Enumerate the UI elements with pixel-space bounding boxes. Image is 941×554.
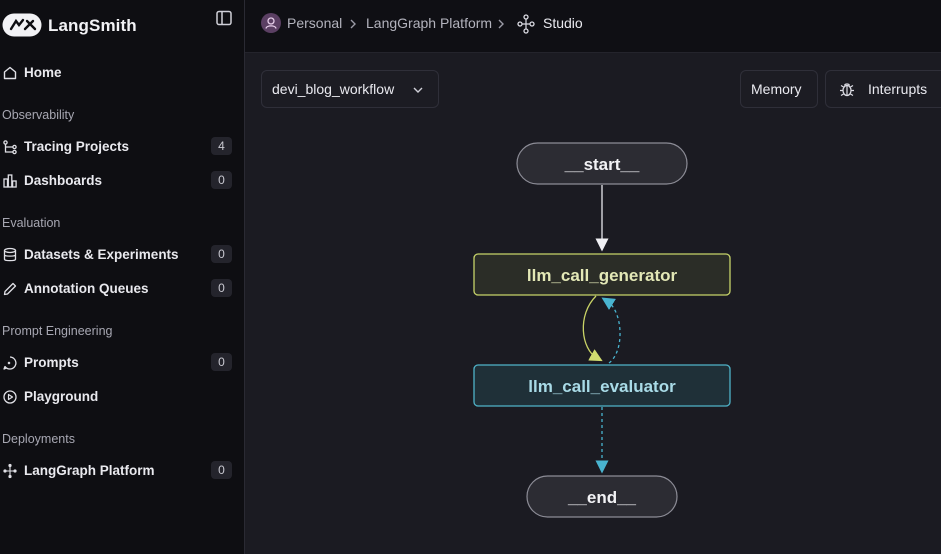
breadcrumb-personal[interactable]: Personal — [287, 15, 343, 31]
node-evaluator-label: llm_call_evaluator — [528, 377, 676, 396]
count-badge: 0 — [211, 353, 232, 371]
sidebar-item-tracing-projects[interactable]: Tracing Projects 4 — [0, 134, 244, 160]
sidebar-item-label: Prompts — [24, 355, 79, 370]
section-prompt-engineering: Prompt Engineering — [2, 324, 113, 338]
sidebar-item-annotation-queues[interactable]: Annotation Queues 0 — [0, 276, 244, 302]
sidebar-item-label: Annotation Queues — [24, 281, 149, 296]
node-start[interactable]: __start__ — [516, 142, 688, 185]
home-icon — [2, 65, 18, 81]
graph-select-value: devi_blog_workflow — [272, 81, 395, 97]
count-badge: 0 — [211, 245, 232, 263]
sidebar-item-label: LangGraph Platform — [24, 463, 155, 478]
brand-row[interactable]: LangSmith — [0, 8, 244, 42]
play-circle-icon — [2, 389, 18, 405]
database-icon — [2, 247, 18, 263]
node-start-label: __start__ — [564, 155, 640, 174]
section-deployments: Deployments — [2, 432, 75, 446]
pencil-icon — [2, 281, 18, 297]
breadcrumb-studio: Studio — [543, 15, 583, 31]
edge-evaluator-to-generator — [601, 297, 621, 364]
langsmith-logo-icon — [2, 13, 42, 42]
count-badge: 4 — [211, 137, 232, 155]
studio-graph-icon — [517, 14, 535, 39]
sidebar-item-home[interactable]: Home — [0, 60, 244, 86]
sidebar-item-langgraph-platform[interactable]: LangGraph Platform 0 — [0, 458, 244, 484]
memory-button[interactable]: Memory — [740, 70, 818, 108]
sidebar-item-datasets[interactable]: Datasets & Experiments 0 — [0, 242, 244, 268]
interrupts-button-label: Interrupts — [868, 81, 928, 97]
sidebar-item-dashboards[interactable]: Dashboards 0 — [0, 168, 244, 194]
chevron-down-icon — [412, 83, 424, 95]
sidebar-item-label: Dashboards — [24, 173, 103, 188]
section-observability: Observability — [2, 108, 75, 122]
sidebar-item-label: Playground — [24, 389, 99, 404]
edge-generator-to-evaluator — [582, 295, 603, 362]
graph-canvas[interactable]: devi_blog_workflow Memory Interrupts — [245, 53, 941, 554]
sidebar-item-label: Home — [24, 65, 62, 80]
bug-icon — [838, 80, 856, 101]
brand-name: LangSmith — [48, 16, 137, 35]
sidebar-item-playground[interactable]: Playground — [0, 384, 244, 410]
sidebar-item-prompts[interactable]: Prompts 0 — [0, 350, 244, 376]
sidebar-item-label: Datasets & Experiments — [24, 247, 179, 262]
breadcrumb-langgraph-platform[interactable]: LangGraph Platform — [366, 15, 493, 31]
node-llm-call-evaluator[interactable]: llm_call_evaluator — [473, 364, 731, 407]
node-end-label: __end__ — [567, 488, 637, 507]
count-badge: 0 — [211, 279, 232, 297]
sidebar-toggle-icon[interactable] — [215, 9, 233, 27]
section-evaluation: Evaluation — [2, 216, 61, 230]
graph-nodes-icon — [2, 463, 18, 479]
tracing-icon — [2, 139, 18, 155]
prompt-icon — [2, 355, 18, 371]
workflow-graph: __start__ llm_call_generator llm_call_ev… — [473, 142, 731, 518]
breadcrumb: Personal LangGraph Platform Studio — [245, 0, 941, 53]
avatar[interactable] — [261, 13, 281, 33]
chevron-right-icon — [495, 17, 507, 29]
count-badge: 0 — [211, 171, 232, 189]
chevron-right-icon — [347, 17, 359, 29]
graph-select-dropdown[interactable]: devi_blog_workflow — [261, 70, 439, 108]
dashboard-icon — [2, 173, 18, 189]
memory-button-label: Memory — [751, 81, 802, 97]
node-generator-label: llm_call_generator — [527, 266, 678, 285]
node-end[interactable]: __end__ — [526, 475, 678, 518]
count-badge: 0 — [211, 461, 232, 479]
sidebar-item-label: Tracing Projects — [24, 139, 130, 154]
sidebar: LangSmith Home Observability — [0, 0, 245, 554]
node-llm-call-generator[interactable]: llm_call_generator — [473, 253, 731, 296]
interrupts-button[interactable]: Interrupts — [825, 70, 941, 108]
